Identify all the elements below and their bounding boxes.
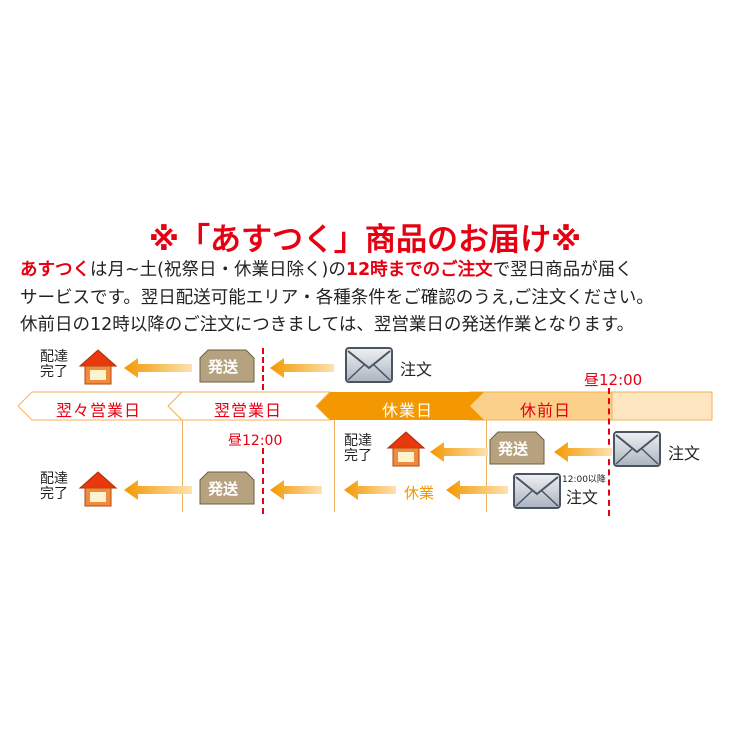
ship-label: 発送 xyxy=(498,440,529,458)
envelope-icon xyxy=(613,431,661,467)
deadline-emphasis: 12時までのご注文 xyxy=(345,260,493,280)
delivered-label: 配達 完了 xyxy=(40,471,68,502)
ship-label: 発送 xyxy=(208,480,239,498)
intro-line-1: あすつくは月~土(祝祭日・休業日除く)の12時までのご注文で翌日商品が届く xyxy=(20,258,720,282)
house-icon xyxy=(386,431,426,467)
intro-line-1-tail: で翌日商品が届く xyxy=(492,260,633,280)
envelope-icon xyxy=(345,347,393,383)
divider-line xyxy=(182,420,183,512)
cutoff-label-mid: 昼12:00 xyxy=(228,433,283,449)
order-label: 注文 xyxy=(566,488,599,507)
cutoff-line-mid xyxy=(262,448,264,514)
arrow-left-icon xyxy=(344,480,396,500)
cutoff-line-top xyxy=(262,348,264,390)
intro-line-3: 休前日の12時以降のご注文につきましては、翌営業日の発送作業となります。 xyxy=(20,315,635,335)
arrow-left-icon xyxy=(554,442,612,462)
box-icon xyxy=(199,349,255,383)
segment-label-day-after: 翌々営業日 xyxy=(56,401,142,420)
divider-line xyxy=(334,420,335,512)
arrow-left-icon xyxy=(124,358,192,378)
house-icon xyxy=(78,349,118,385)
arrow-left-icon xyxy=(446,480,508,500)
intro-line-2: サービスです。翌日配送可能エリア・各種条件をご確認のうえ,ご注文ください。 xyxy=(20,288,654,308)
ship-label: 発送 xyxy=(208,358,239,376)
asutsuku-term: あすつく xyxy=(20,260,90,280)
envelope-icon xyxy=(513,473,561,509)
box-icon xyxy=(199,471,255,505)
arrow-left-icon xyxy=(124,480,192,500)
segment-label-pre-holiday: 休前日 xyxy=(520,401,572,420)
segment-label-holiday: 休業日 xyxy=(382,401,434,420)
page-title: ※「あすつく」商品のお届け※ xyxy=(148,222,582,258)
cutoff-label-top: 昼12:00 xyxy=(584,371,643,389)
arrow-left-icon xyxy=(270,480,322,500)
box-icon xyxy=(489,431,545,465)
order-label: 注文 xyxy=(668,444,701,463)
divider-line xyxy=(486,420,487,512)
arrow-left-icon xyxy=(430,442,488,462)
band-segment-holiday xyxy=(316,392,484,420)
segment-label-next-day: 翌営業日 xyxy=(214,401,283,420)
order-label: 注文 xyxy=(400,360,433,379)
after-noon-label: 12:00以降 xyxy=(562,475,606,485)
closed-label: 休業 xyxy=(404,484,435,502)
house-icon xyxy=(78,471,118,507)
delivered-label: 配達 完了 xyxy=(344,433,372,464)
intro-line-1-mid: は月~土(祝祭日・休業日除く)の xyxy=(90,260,346,280)
arrow-left-icon xyxy=(270,358,334,378)
delivered-label: 配達 完了 xyxy=(40,349,68,380)
